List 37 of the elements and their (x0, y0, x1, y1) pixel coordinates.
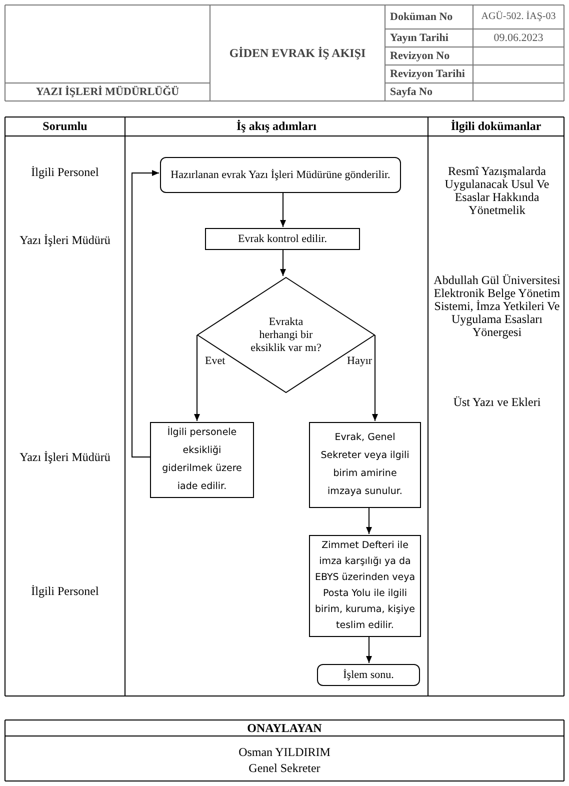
approver-title: Genel Sekreter (248, 761, 322, 775)
column-header: İş akış adımları (235, 118, 318, 135)
field-value: AGÜ-502. İAŞ-03 (480, 10, 557, 24)
role-label: Yazı İşleri Müdürü (18, 232, 112, 248)
document-reference: Abdullah Gül Üniversitesi Elektronik Belge Yönetim Sistemi, İmza Yetkileri Ve Uygulama Esasları Yönergesi (432, 272, 562, 341)
column-header: Sorumlu (42, 118, 88, 135)
document-reference: Üst Yazı ve Ekleri (452, 394, 542, 410)
section-header: ONAYLAYAN (246, 721, 323, 735)
process-box: Evrak kontrol edilir. (205, 228, 360, 250)
terminal-box: İşlem sonu. (317, 664, 420, 686)
field-label: Doküman No (389, 10, 454, 25)
arrow (366, 508, 372, 534)
process-box: Zimmet Defteri ile imza karşılığı ya da EBYS üzerinden veya Posta Yolu ile ilgili birim, kuruma, kişiye teslim edilir. (309, 535, 421, 637)
arrow (366, 636, 372, 664)
arrow (132, 170, 160, 458)
role-label: Yazı İşleri Müdürü (18, 448, 112, 466)
field-value: 09.06.2023 (492, 30, 544, 46)
document-title: GİDEN EVRAK İŞ AKIŞI (228, 44, 367, 62)
process-box: İlgili personele eksikliği giderilmek üzere iade edilir. (150, 422, 254, 498)
role-label: İlgili Personel (30, 164, 100, 181)
arrow (194, 334, 200, 422)
arrow (280, 192, 286, 228)
terminal-box: Hazırlanan evrak Yazı İşleri Müdürüne gönderilir. (160, 157, 401, 193)
document-reference: Resmî Yazışmalarda Uygulanacak Usul Ve Esaslar Hakkında Yönetmelik (444, 163, 550, 219)
arrow (372, 334, 378, 422)
field-label: Sayfa No (389, 84, 434, 100)
department-label: YAZI İŞLERİ MÜDÜRLÜĞÜ (34, 84, 180, 100)
field-label: Revizyon No (389, 48, 451, 64)
role-label: İlgili Personel (30, 582, 100, 600)
edge-label: Evet (205, 355, 226, 367)
process-box: Evrak, Genel Sekreter veya ilgili birim amirine imzaya sunulur. (309, 422, 421, 508)
column-header: İlgili dokümanlar (450, 118, 542, 135)
field-label: Revizyon Tarihi (389, 66, 466, 82)
field-label: Yayın Tarihi (389, 30, 450, 46)
arrow (280, 250, 286, 276)
approver-name: Osman YILDIRIM (238, 745, 332, 759)
edge-label: Hayır (347, 355, 372, 367)
